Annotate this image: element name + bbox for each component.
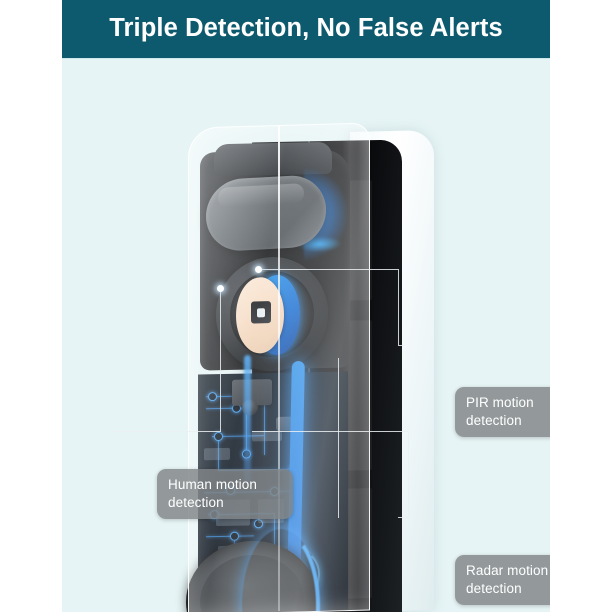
- callout-human-line1: Human motion: [168, 477, 257, 492]
- callout-human-motion-detection[interactable]: Human motion detection: [157, 469, 293, 520]
- callout-pir-line1: PIR motion: [466, 395, 534, 410]
- callout-pir-line2: detection: [466, 412, 522, 428]
- callout-pir-motion-detection[interactable]: PIR motion detection: [455, 387, 550, 438]
- leader-node-human: [217, 285, 224, 292]
- leader-node-pir: [255, 266, 262, 273]
- camera-lens-assembly: [210, 254, 334, 377]
- glass-cover-edge: [278, 124, 280, 612]
- panel-divider: [62, 58, 550, 59]
- pir-sensor-element-icon: [251, 301, 271, 324]
- pir-sensor-block: [206, 173, 326, 253]
- header-banner: Triple Detection, No False Alerts: [62, 0, 550, 58]
- sensor-housing: [200, 141, 350, 373]
- product-image: [182, 122, 447, 612]
- callout-human-line2: detection: [168, 494, 224, 510]
- secondary-light-pipe: [244, 355, 251, 483]
- callout-radar-line1: Radar motion: [466, 563, 549, 578]
- callout-radar-motion-detection[interactable]: Radar motion detection: [455, 555, 550, 606]
- page-title: Triple Detection, No False Alerts: [109, 14, 503, 43]
- content-panel: PIR motion detection Human motion detect…: [62, 58, 550, 612]
- callout-radar-line2: detection: [466, 580, 522, 596]
